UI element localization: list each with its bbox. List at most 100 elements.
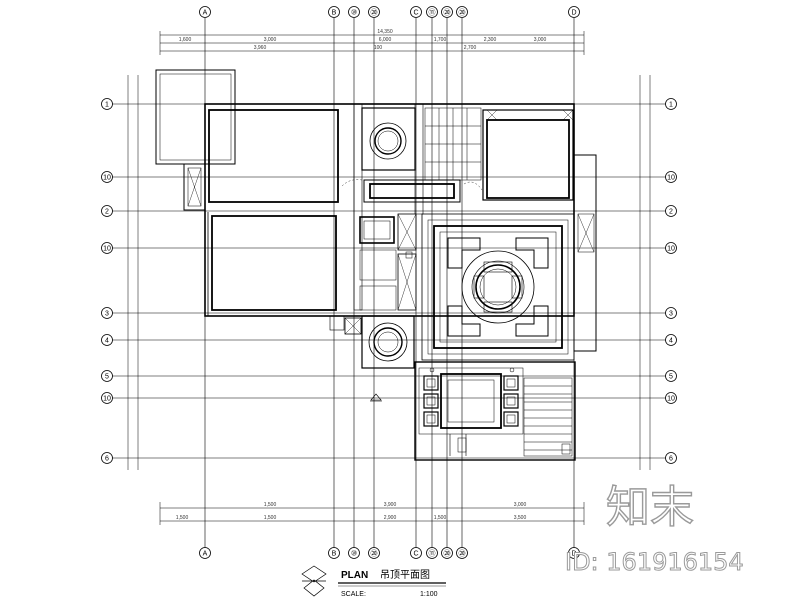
staircase	[523, 377, 573, 457]
grid-bubble	[199, 547, 211, 559]
grid-bubble	[441, 547, 453, 559]
grid-label: 10	[103, 246, 111, 253]
dimension-lines-bottom	[159, 502, 585, 525]
grid-label: C	[413, 10, 418, 17]
dimension-lines-sides	[127, 75, 651, 470]
grid-bubble	[410, 547, 422, 559]
watermark-id: ID: 161916154	[565, 548, 744, 576]
grid-bubble	[101, 98, 113, 110]
grid-label: A	[203, 10, 208, 17]
grid-label: 2	[105, 209, 109, 216]
column-bubbles-top	[199, 6, 580, 18]
grid-label: 3	[105, 311, 109, 318]
grid-bubble	[101, 452, 113, 464]
round-light-fixture-lower	[329, 315, 415, 369]
building-walls	[155, 69, 597, 352]
dimension-texts-top: 14,350 1,600 3,000 6,000 1,700 2,300 3,0…	[179, 29, 547, 51]
grid-bubble	[348, 6, 360, 18]
dimension-text: 14,350	[377, 29, 393, 35]
dimension-text: 3,000	[514, 502, 527, 508]
grid-label: 10	[667, 175, 675, 182]
dimension-lines-top	[159, 31, 585, 55]
scale-label: SCALE:	[341, 591, 366, 598]
round-light-fixture-upper	[361, 107, 416, 171]
watermark: 知末 ID: 161916154	[565, 481, 745, 576]
row-labels-right: 1 10 2 10 3 4 5 10 6	[667, 102, 675, 463]
dimension-text: 2,900	[384, 515, 397, 521]
grid-label: ⑪	[429, 9, 436, 17]
grid-bubble	[456, 547, 468, 559]
grid-label: 10	[103, 175, 111, 182]
grid-bubble	[368, 547, 380, 559]
grid-label: ⑳	[459, 550, 466, 558]
small-ceiling-panels	[359, 213, 417, 311]
grid-label: 6	[105, 456, 109, 463]
tiled-ceiling-area	[424, 107, 482, 181]
dimension-text: 2,300	[484, 37, 497, 43]
grid-bubble	[426, 6, 438, 18]
grid-label: C	[413, 551, 418, 558]
dimension-text: 2,700	[464, 45, 477, 51]
dimension-text: 3,900	[384, 502, 397, 508]
grid-label: 6	[669, 456, 673, 463]
grid-label: 5	[669, 374, 673, 381]
title-block: PLAN 吊顶平面图 SCALE: 1:100	[301, 565, 446, 598]
dimension-text: 1,700	[434, 37, 447, 43]
grid-label: 3	[669, 311, 673, 318]
grid-label: 1	[105, 102, 109, 109]
drawing-title: 吊顶平面图	[380, 569, 430, 581]
grid-bubble	[101, 307, 113, 319]
grid-label: D	[571, 10, 576, 17]
ceiling-symbol	[370, 393, 382, 402]
grid-label: A	[203, 551, 208, 558]
grid-bubble	[665, 452, 677, 464]
dimension-text: 3,000	[534, 37, 547, 43]
grid-bubble	[101, 392, 113, 404]
watermark-logo: 知末	[606, 482, 694, 533]
grid-label: 2	[669, 209, 673, 216]
grid-bubble	[101, 171, 113, 183]
grid-label: ⑳	[371, 9, 378, 17]
row-bubbles-right	[665, 98, 677, 464]
scale-value: 1:100	[420, 591, 438, 598]
strip-light-fixture	[341, 179, 483, 203]
grid-bubble	[348, 547, 360, 559]
grid-label: ⑪	[429, 550, 436, 558]
grid-label: 1	[669, 102, 673, 109]
grid-bubble	[101, 370, 113, 382]
grid-bubble	[441, 6, 453, 18]
lower-wing-walls	[414, 361, 576, 461]
grid-bubble	[456, 6, 468, 18]
grid-label: 10	[667, 246, 675, 253]
grid-bubble	[665, 334, 677, 346]
grid-label: ⑩	[351, 9, 357, 17]
grid-bubble	[199, 6, 211, 18]
grid-label: B	[332, 10, 337, 17]
dimension-text: 1,500	[264, 515, 277, 521]
grid-label: 10	[667, 396, 675, 403]
plan-label: PLAN	[341, 570, 368, 581]
grid-label: B	[332, 551, 337, 558]
grid-bubble	[101, 205, 113, 217]
grid-bubble	[665, 205, 677, 217]
grid-bubble	[568, 6, 580, 18]
grid-bubble	[101, 242, 113, 254]
grid-label: ⑳	[444, 550, 451, 558]
dimension-text: 1,600	[179, 37, 192, 43]
row-labels-left: 1 10 2 10 3 4 5 10 6	[103, 102, 111, 463]
grid-bubble	[426, 547, 438, 559]
dimension-text: 3,500	[514, 515, 527, 521]
grid-bubble	[410, 6, 422, 18]
column-labels-top: A B ⑩ ⑳ C ⑪ ⑳ ⑳ D	[203, 9, 577, 17]
grid-label: ⑳	[371, 550, 378, 558]
column-bubbles-bottom	[199, 547, 580, 559]
grid-bubble	[665, 98, 677, 110]
dimension-text: 3,960	[254, 45, 267, 51]
grid-bubble	[568, 547, 580, 559]
grid-label: 4	[105, 338, 109, 345]
dimension-texts-bottom: 1,500 3,900 3,000 1,500 1,500 2,900 1,50…	[176, 502, 527, 521]
grid-label: ⑳	[444, 9, 451, 17]
dimension-text: 1,500	[176, 515, 189, 521]
column-labels-bottom: A B ⑩ ⑳ C ⑪ ⑳ ⑳ D	[203, 550, 577, 558]
